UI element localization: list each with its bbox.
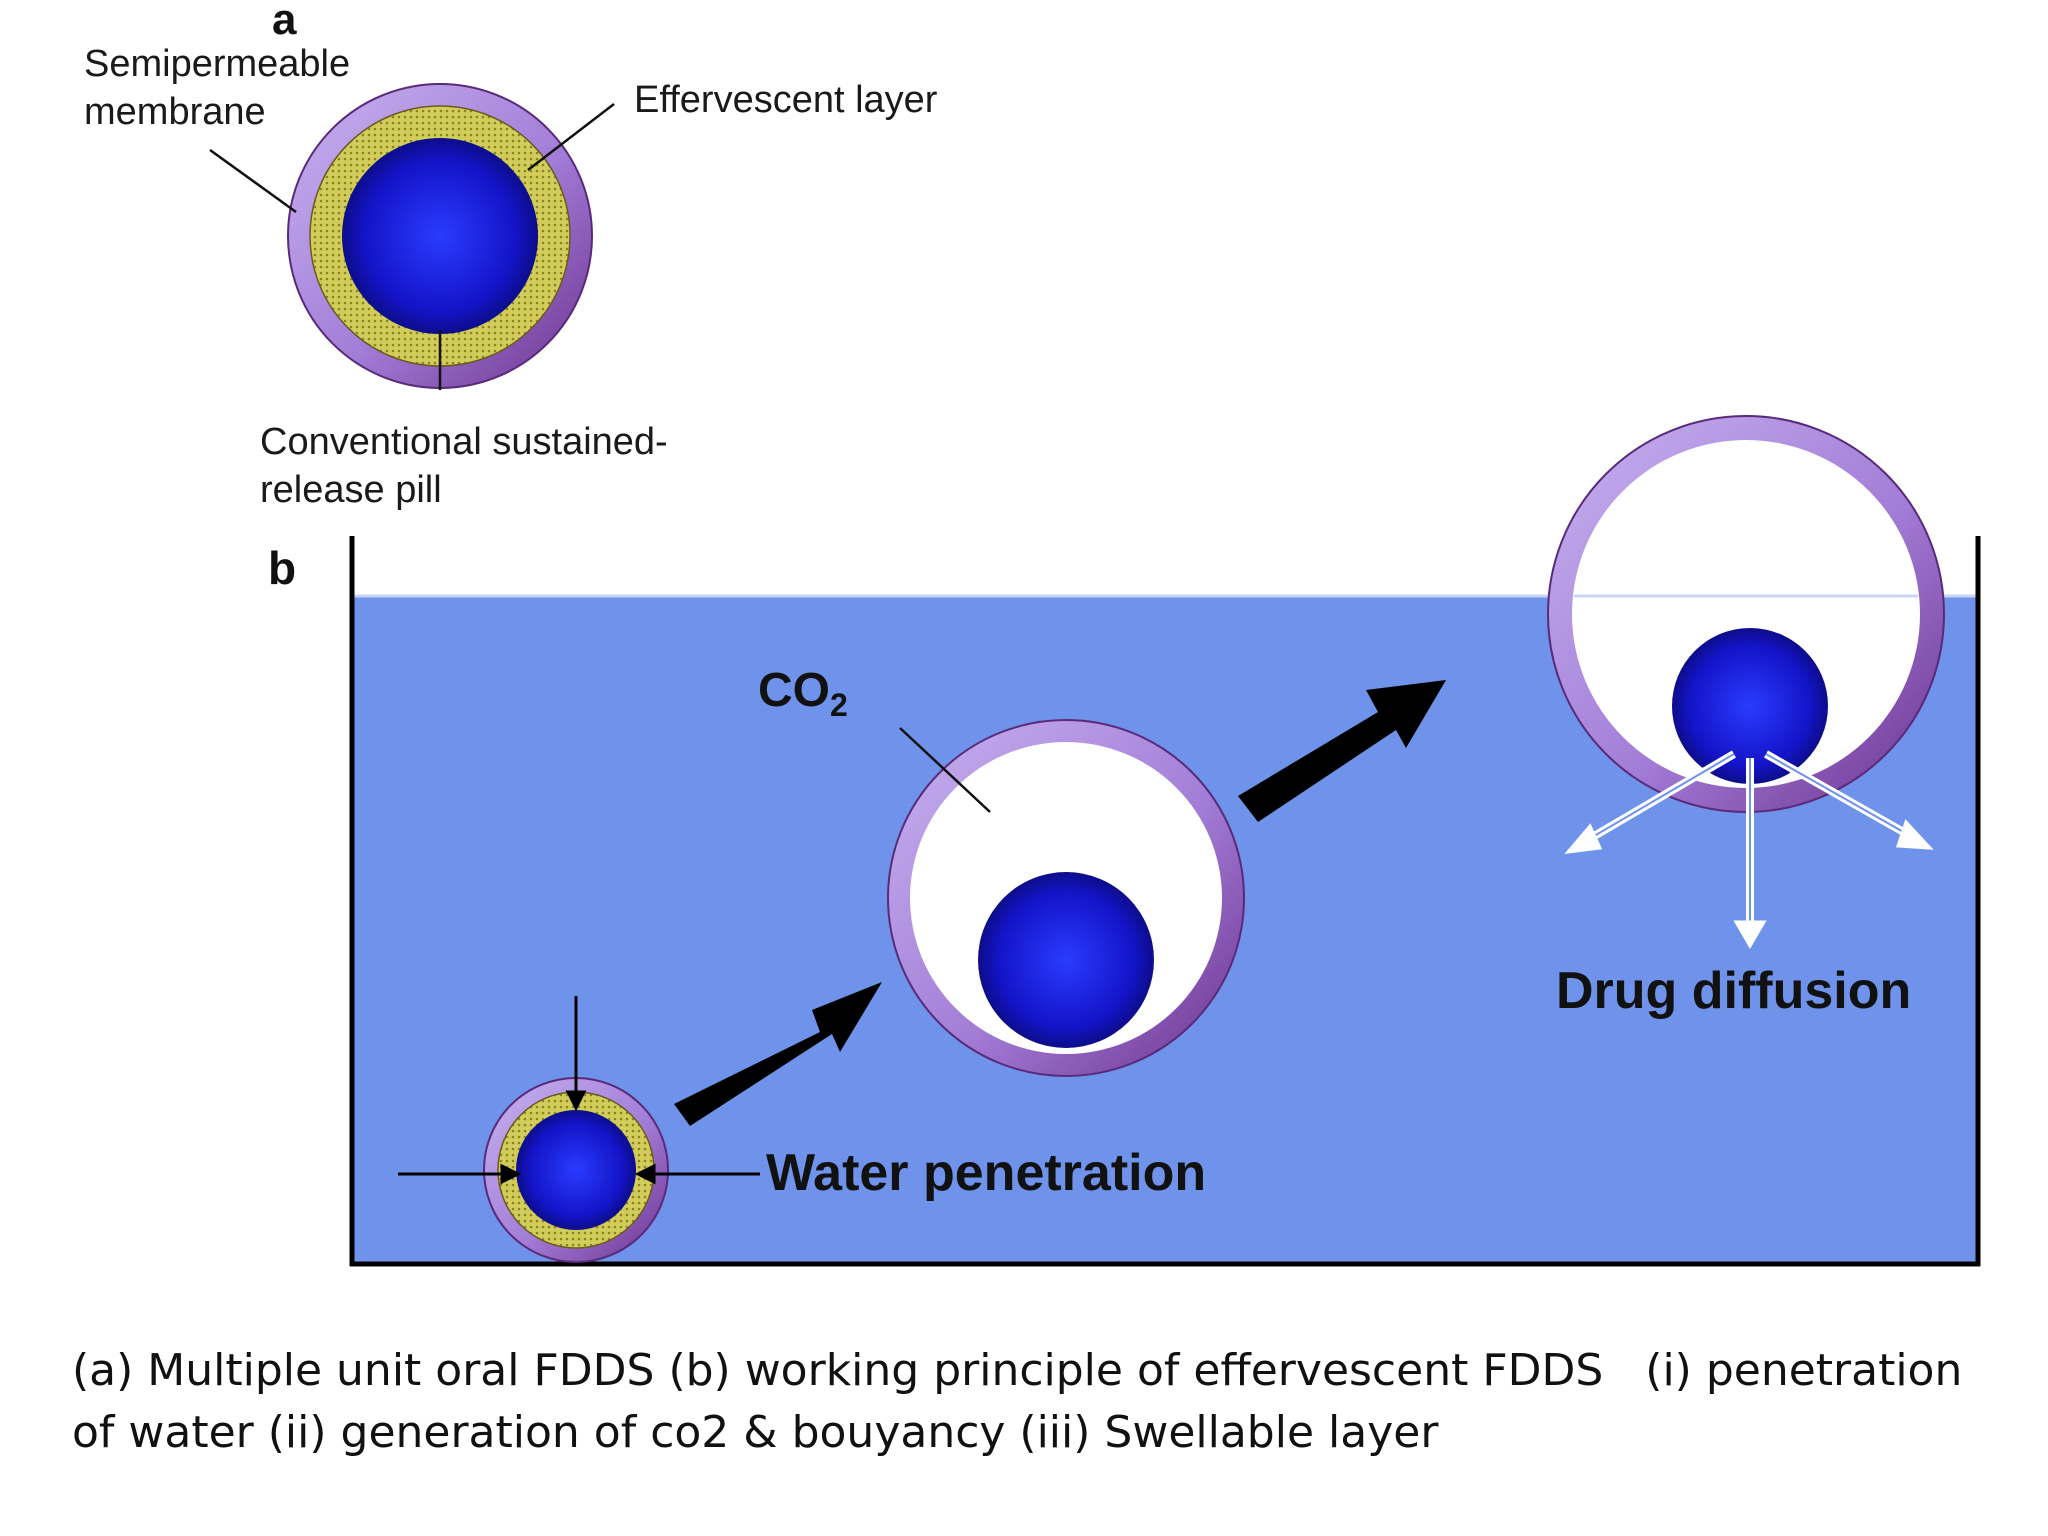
- label-effervescent-layer: Effervescent layer: [634, 79, 938, 121]
- arrow-2-icon: [1238, 680, 1446, 822]
- panel-label-a: a: [272, 0, 297, 44]
- swelled-pill: [887, 719, 1245, 1077]
- arrow-1-icon: [674, 982, 882, 1126]
- pill-cross-section: [287, 83, 593, 389]
- leader-lines-a: [209, 103, 615, 390]
- label-semipermeable-line2: membrane: [84, 91, 266, 133]
- co2-main: CO: [758, 664, 830, 717]
- label-water-penetration: Water penetration: [766, 1144, 1206, 1202]
- co2-leader-line: [899, 727, 991, 813]
- label-pill-line1: Conventional sustained-: [260, 421, 668, 463]
- drug-diffusion-arrows: [1564, 750, 1934, 949]
- label-co2: CO2: [758, 664, 848, 723]
- water-penetration-arrows: [398, 996, 760, 1185]
- label-semipermeable-line1: Semipermeable: [84, 43, 350, 85]
- figure-caption: (a) Multiple unit oral FDDS (b) working …: [72, 1345, 1977, 1458]
- floating-pill: [1547, 415, 1945, 813]
- label-drug-diffusion: Drug diffusion: [1556, 962, 1911, 1020]
- label-pill-line2: release pill: [260, 469, 442, 511]
- panel-label-b: b: [268, 542, 296, 594]
- co2-subscript: 2: [830, 687, 848, 723]
